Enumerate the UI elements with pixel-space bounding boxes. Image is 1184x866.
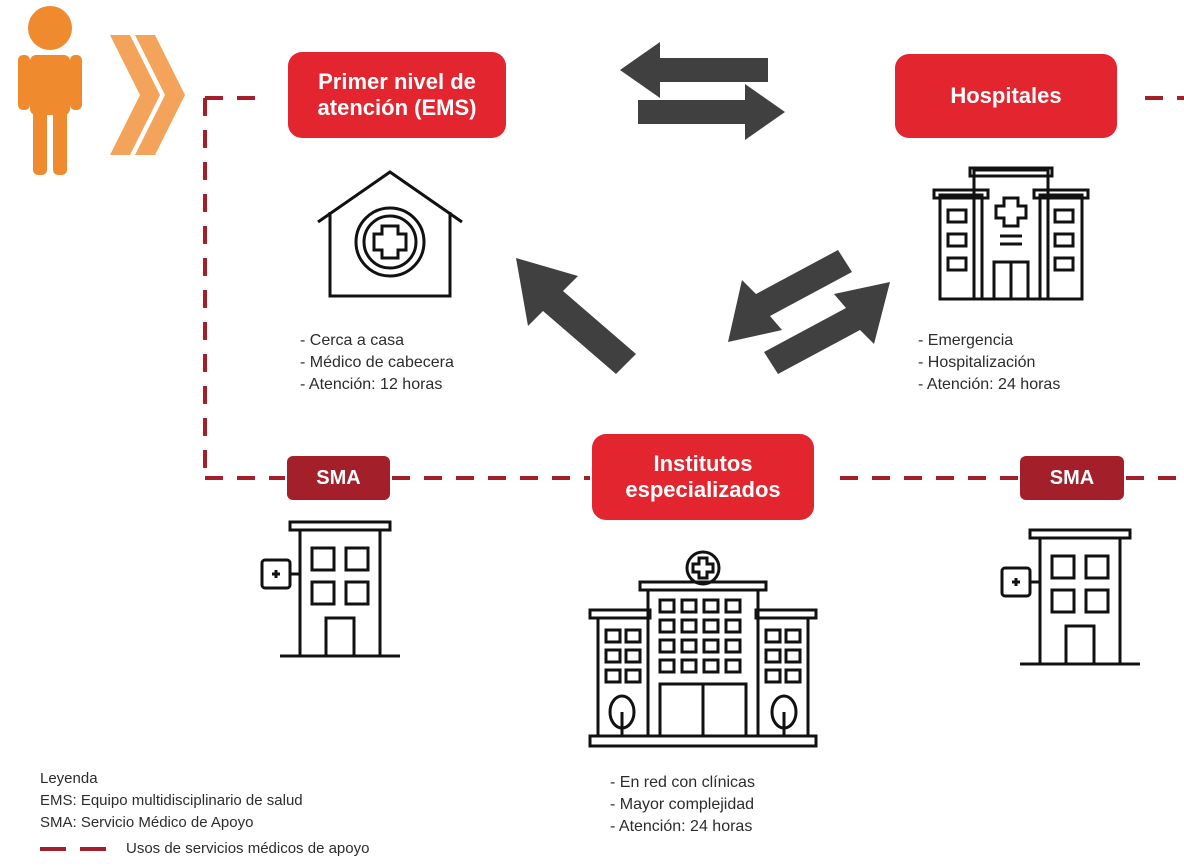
node-institutos: Institutos especializados xyxy=(592,434,814,520)
node-sma-right: SMA xyxy=(1020,456,1124,500)
legend-title: Leyenda xyxy=(40,770,98,787)
hospital-building-icon xyxy=(932,166,1090,301)
arrow-to-primer-nivel xyxy=(516,258,636,374)
feature-item: - Hospitalización xyxy=(918,354,1036,371)
legend-sma: SMA: Servicio Médico de Apoyo xyxy=(40,814,254,831)
node-hospitales: Hospitales xyxy=(895,54,1117,138)
node-sma-left: SMA xyxy=(287,456,390,500)
chevron-right-icon xyxy=(110,35,185,155)
feature-item: - Atención: 12 horas xyxy=(300,376,443,393)
feature-item: - Atención: 24 horas xyxy=(918,376,1061,393)
house-icon xyxy=(317,170,463,298)
dash-line-icon xyxy=(80,846,106,851)
node-primer-nivel: Primer nivel de atención (EMS) xyxy=(288,52,506,138)
sma-clinic-left-icon xyxy=(260,520,400,658)
primer-nivel-features: - Cerca a casa - Médico de cabecera - At… xyxy=(300,330,454,396)
legend-dashed-line-item: Usos de servicios médicos de apoyo xyxy=(40,840,369,857)
feature-item: - En red con clínicas xyxy=(610,774,755,791)
legend-line-label: Usos de servicios médicos de apoyo xyxy=(126,840,370,857)
legend-ems: EMS: Equipo multidisciplinario de salud xyxy=(40,792,303,809)
exchange-arrows-top xyxy=(620,42,785,140)
exchange-arrows-diagonal xyxy=(728,250,890,374)
institutos-features: - En red con clínicas - Mayor complejida… xyxy=(610,772,755,838)
sma-clinic-right-icon xyxy=(1000,528,1140,666)
support-services-dashed-lines xyxy=(203,96,1184,480)
dash-line-icon xyxy=(40,846,66,851)
hospitales-features: - Emergencia - Hospitalización - Atenció… xyxy=(918,330,1060,396)
feature-item: - Médico de cabecera xyxy=(300,354,454,371)
feature-item: - Mayor complejidad xyxy=(610,796,755,813)
feature-item: - Emergencia xyxy=(918,332,1014,349)
feature-item: - Cerca a casa xyxy=(300,332,405,349)
institutos-building-icon xyxy=(588,550,818,748)
person-icon xyxy=(18,6,82,175)
feature-item: - Atención: 24 horas xyxy=(610,818,753,835)
legend: Leyenda EMS: Equipo multidisciplinario d… xyxy=(40,768,303,834)
